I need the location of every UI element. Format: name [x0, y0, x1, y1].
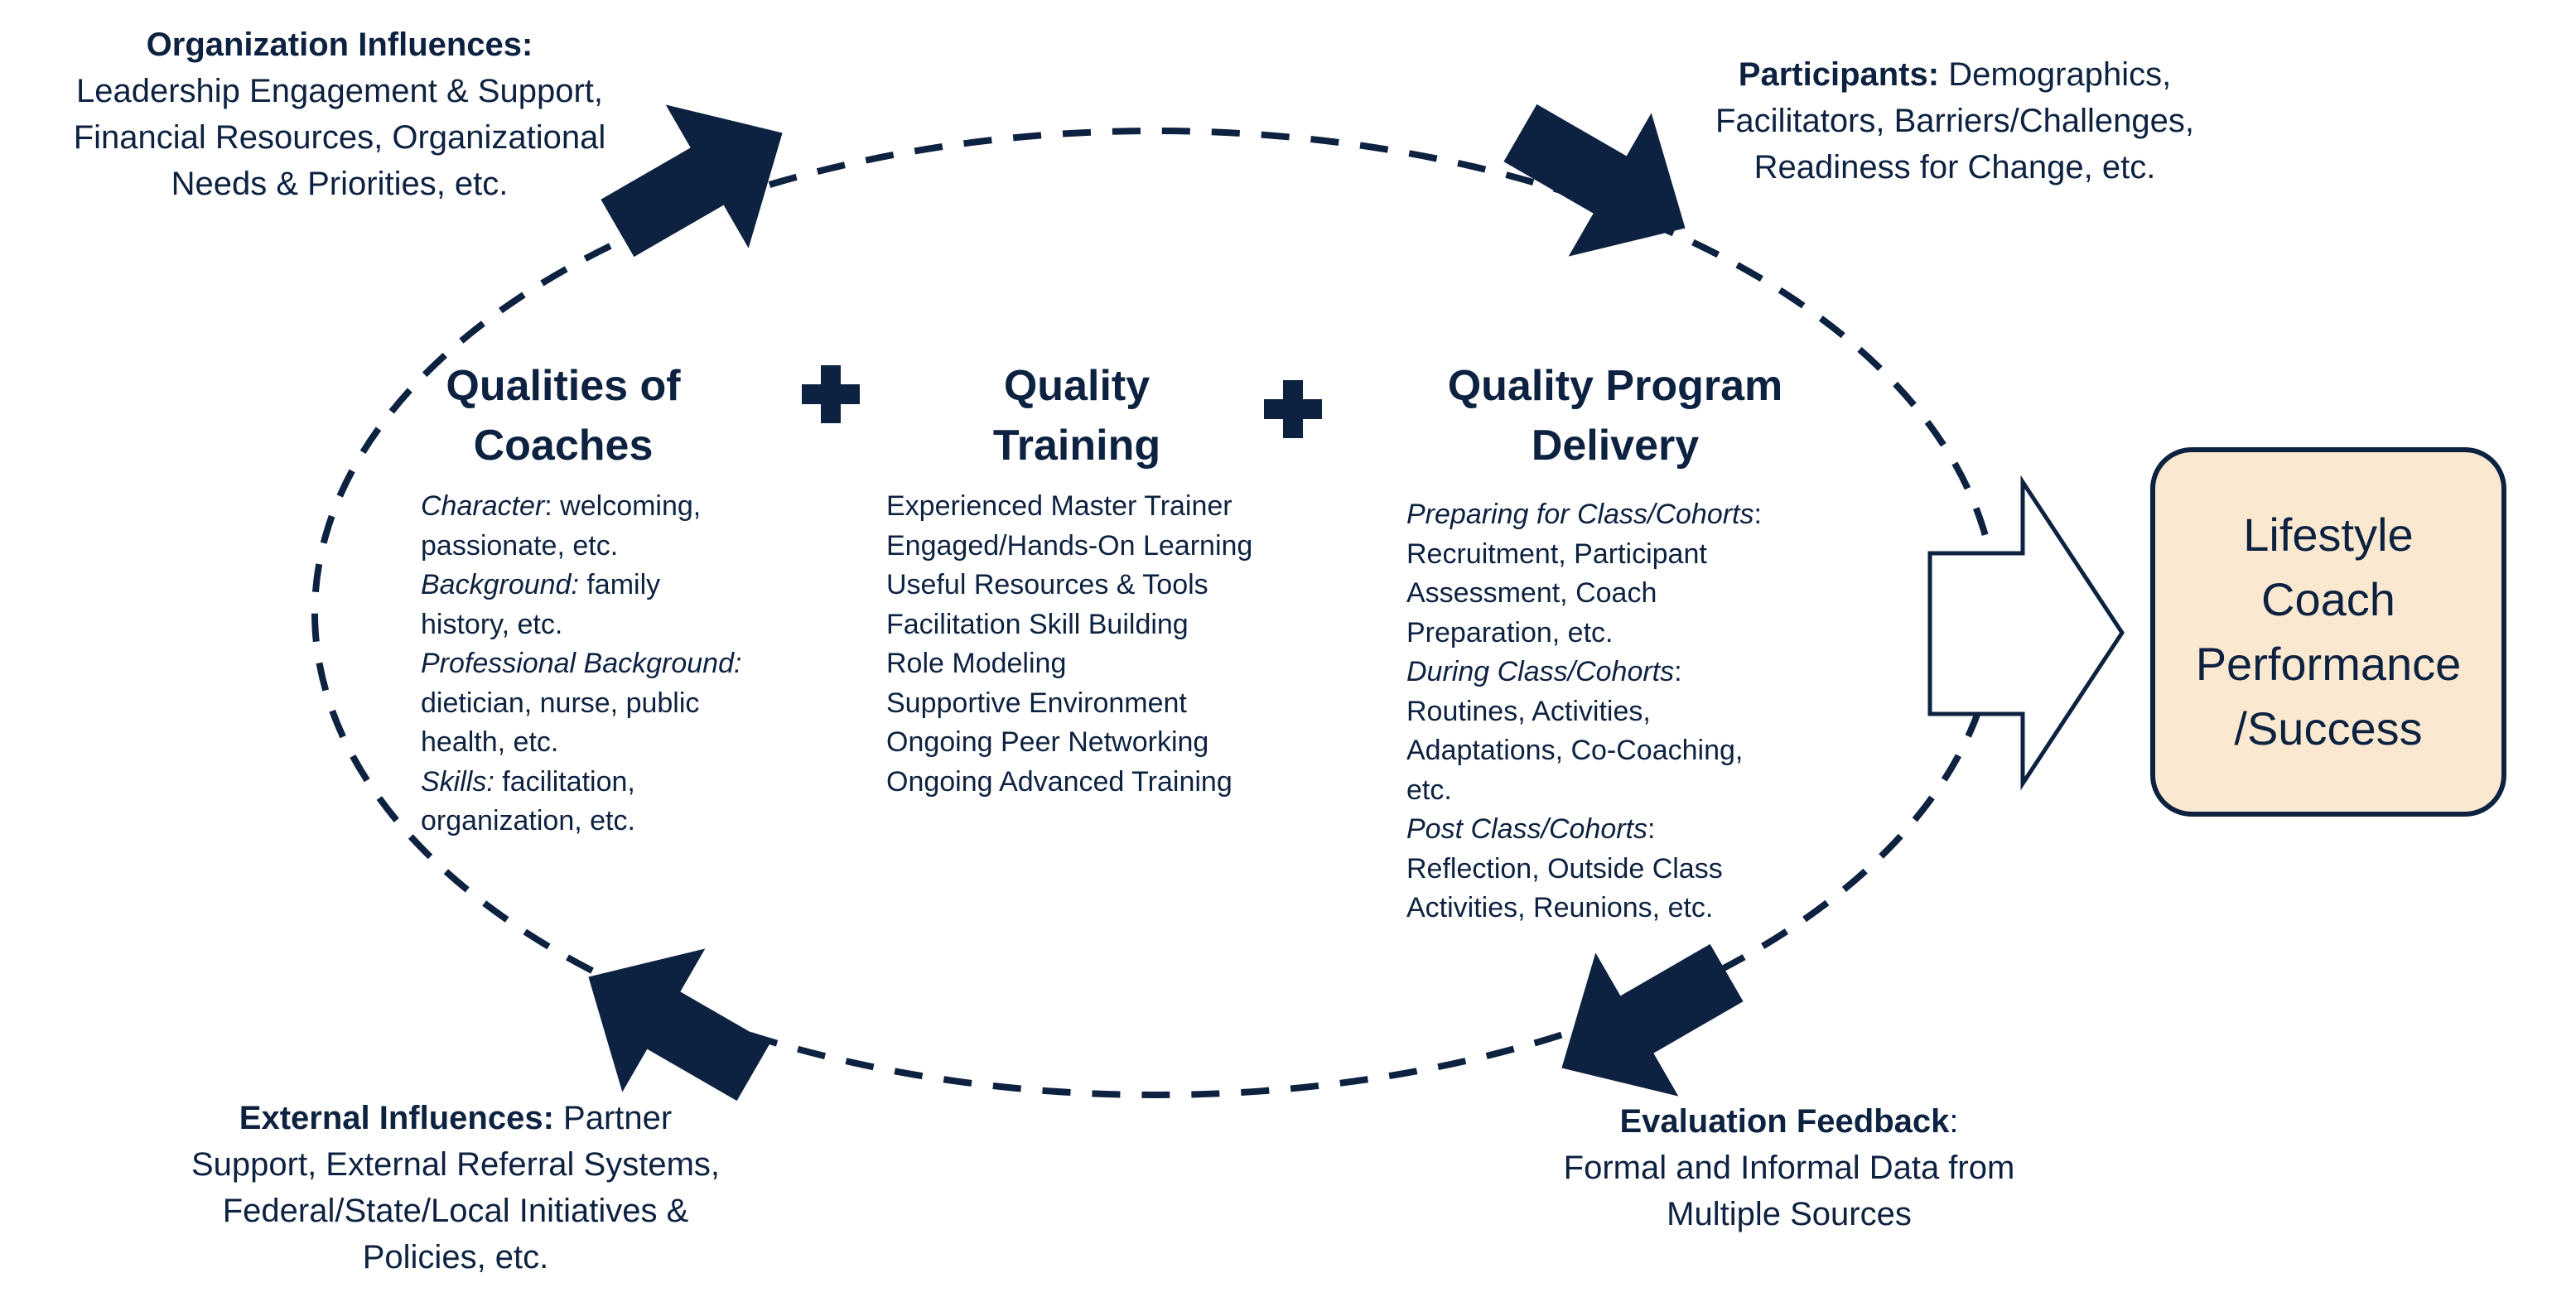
arrow-icon-top-right: [1503, 104, 1686, 257]
plus-icon: [802, 365, 860, 423]
coaches-item: organization, etc.: [421, 805, 635, 837]
external-influences-block: External Influences: Partner Support, Ex…: [124, 1095, 787, 1280]
coaches-item: Skills: facilitation,: [421, 763, 802, 803]
delivery-item: etc.: [1406, 774, 1452, 806]
coaches-item: Professional Background:: [421, 644, 802, 684]
participants-line: Demographics,: [1939, 56, 2172, 93]
coaches-item-label: Character: [421, 490, 545, 522]
evaluation-feedback-title: Evaluation Feedback: [1619, 1103, 1950, 1140]
org-influences-line: Needs & Priorities, etc.: [171, 166, 509, 202]
coaches-item-text: facilitation,: [494, 765, 635, 798]
delivery-item-label: Post Class/Cohorts: [1406, 813, 1647, 845]
training-item: Useful Resources & Tools: [886, 569, 1208, 600]
training-item: Ongoing Peer Networking: [886, 726, 1209, 758]
external-influences-line: Support, External Referral Systems,: [191, 1146, 721, 1183]
participants-block: Participants: Demographics, Facilitators…: [1640, 51, 2270, 190]
delivery-heading: Quality Program Delivery: [1392, 356, 1839, 475]
coaches-heading: Qualities of Coaches: [381, 356, 745, 475]
participants-title: Participants:: [1738, 56, 1940, 93]
coaches-item: Character: welcoming,: [421, 487, 802, 527]
participants-line: Facilitators, Barriers/Challenges,: [1715, 103, 2194, 139]
delivery-item: Reflection, Outside Class: [1406, 852, 1723, 885]
arrow-icon-bottom-left: [588, 948, 770, 1102]
coaches-item-label: Skills:: [421, 765, 494, 798]
coaches-item-label: Background:: [421, 569, 579, 600]
evaluation-feedback-line: Formal and Informal Data from: [1563, 1150, 2015, 1186]
training-heading-line: Quality: [1003, 362, 1151, 410]
delivery-item-text: :: [1674, 656, 1682, 687]
outcome-line: Performance: [2195, 638, 2462, 690]
outcome-line: Lifestyle: [2243, 509, 2414, 561]
external-influences-line: Partner: [553, 1100, 673, 1136]
evaluation-feedback-line: Multiple Sources: [1667, 1196, 1912, 1232]
delivery-item: Activities, Reunions, etc.: [1406, 892, 1714, 923]
training-heading-line: Training: [992, 422, 1161, 470]
coaches-item: health, etc.: [421, 726, 559, 758]
org-influences-title: Organization Influences:: [146, 27, 533, 63]
outcome-box: Lifestyle Coach Performance /Success: [2150, 447, 2506, 817]
coaches-item: passionate, etc.: [421, 529, 619, 562]
delivery-item: Preparation, etc.: [1406, 616, 1614, 648]
outcome-line: /Success: [2234, 702, 2423, 755]
coaches-heading-line: Qualities of: [446, 362, 681, 410]
delivery-item: Recruitment, Participant: [1406, 538, 1707, 570]
coaches-heading-line: Coaches: [473, 422, 654, 470]
org-influences-line: Financial Resources, Organizational: [73, 119, 606, 156]
coaches-list: Character: welcoming, passionate, etc. B…: [421, 487, 802, 841]
delivery-item-label: During Class/Cohorts: [1406, 656, 1675, 687]
delivery-item: Preparing for Class/Cohorts:: [1406, 495, 1837, 535]
hollow-right-arrow-icon: [1927, 475, 2125, 791]
delivery-item: Routines, Activities,: [1406, 695, 1651, 727]
plus-icon: [1264, 380, 1322, 438]
arrow-icon-top-left: [601, 104, 783, 258]
delivery-item-text: :: [1754, 499, 1762, 530]
training-item: Engaged/Hands-On Learning: [886, 529, 1253, 562]
outcome-text: Lifestyle Coach Performance /Success: [2196, 503, 2462, 761]
coaches-item-text: family: [578, 569, 661, 600]
delivery-item: Adaptations, Co-Coaching,: [1406, 735, 1744, 766]
external-influences-line: Policies, etc.: [362, 1239, 549, 1275]
delivery-item-text: :: [1647, 813, 1656, 845]
training-item: Experienced Master Trainer: [886, 490, 1233, 522]
evaluation-feedback-block: Evaluation Feedback: Formal and Informal…: [1491, 1098, 2087, 1237]
delivery-item: Post Class/Cohorts:: [1406, 810, 1837, 850]
coaches-item: dietician, nurse, public: [421, 687, 700, 719]
delivery-heading-line: Delivery: [1531, 422, 1700, 470]
delivery-heading-line: Quality Program: [1447, 362, 1783, 410]
delivery-item-label: Preparing for Class/Cohorts: [1406, 499, 1754, 530]
participants-line: Readiness for Change, etc.: [1754, 149, 2156, 186]
org-influences-block: Organization Influences: Leadership Enga…: [8, 22, 671, 207]
training-item: Role Modeling: [886, 648, 1067, 679]
external-influences-line: Federal/State/Local Initiatives &: [222, 1193, 689, 1229]
org-influences-line: Leadership Engagement & Support,: [76, 73, 603, 109]
delivery-item: During Class/Cohorts:: [1406, 653, 1837, 692]
training-item: Supportive Environment: [886, 687, 1187, 719]
outcome-line: Coach: [2261, 573, 2395, 625]
coaches-item-suffix: :: [544, 490, 552, 522]
delivery-item: Assessment, Coach: [1406, 577, 1657, 609]
coaches-item: history, etc.: [421, 608, 563, 640]
coaches-item-text: welcoming,: [552, 490, 702, 522]
coaches-item-label: Professional Background:: [421, 648, 742, 679]
coaches-item: Background: family: [421, 566, 802, 605]
training-item: Ongoing Advanced Training: [886, 765, 1233, 798]
arrow-icon-bottom-right: [1561, 943, 1744, 1097]
evaluation-title-suffix: :: [1949, 1103, 1959, 1140]
training-heading: Quality Training: [903, 356, 1251, 475]
training-list: Experienced Master Trainer Engaged/Hands…: [886, 487, 1317, 802]
delivery-list: Preparing for Class/Cohorts: Recruitment…: [1406, 495, 1837, 928]
external-influences-title: External Influences:: [239, 1100, 554, 1136]
training-item: Facilitation Skill Building: [886, 608, 1189, 640]
